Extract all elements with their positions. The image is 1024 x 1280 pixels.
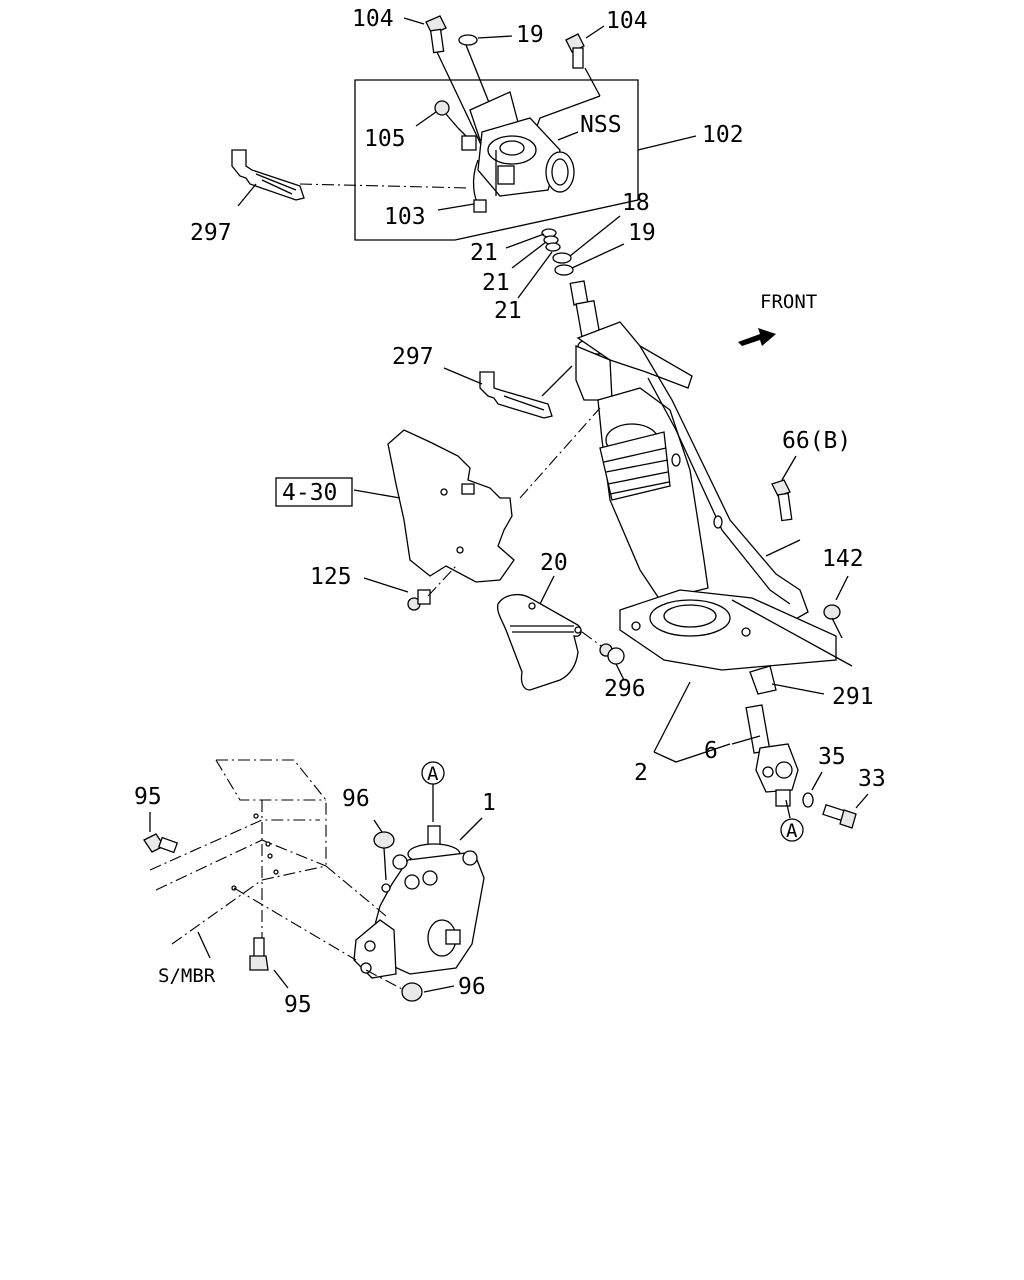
- label-4-30: 4-30: [282, 480, 337, 506]
- label-s-mbr: S/MBR: [158, 965, 216, 987]
- bolt-104-left: [425, 15, 494, 171]
- leader-2-up: [653, 681, 691, 753]
- universal-joint-6: [731, 704, 799, 807]
- washer-stack: [505, 215, 625, 299]
- label-104-left: 104: [352, 6, 394, 32]
- reference-box-4-30: [275, 477, 353, 507]
- label-95-lower: 95: [284, 992, 312, 1018]
- bolt-66b: [771, 455, 797, 522]
- label-21-b: 21: [482, 270, 510, 296]
- washer-19-top: [458, 34, 478, 46]
- bolt-95-lower: [249, 937, 289, 989]
- nut-96-lower: [365, 969, 455, 1002]
- label-103: 103: [384, 204, 426, 230]
- bolt-95-upper: [143, 812, 179, 854]
- screw-105: [434, 100, 471, 141]
- washer-35: [802, 771, 823, 808]
- nut-96-upper: [373, 819, 395, 881]
- bolt-104-right: [527, 33, 601, 151]
- cable-tie-297-top: [231, 149, 471, 207]
- label-96-lower: 96: [458, 974, 486, 1000]
- bolt-125: [363, 565, 457, 611]
- label-66b: 66(B): [782, 428, 851, 454]
- label-95-upper: 95: [134, 784, 162, 810]
- steering-gearbox-1: [233, 817, 485, 979]
- frame-member: [149, 759, 327, 959]
- cover-4-30: [353, 407, 601, 583]
- label-291: 291: [832, 684, 874, 710]
- switch-assembly-group: [354, 15, 697, 241]
- label-21-c: 21: [494, 298, 522, 324]
- label-1: 1: [482, 790, 496, 816]
- leader-2-to-6: [653, 743, 731, 763]
- label-2: 2: [634, 760, 648, 786]
- label-a-lower: A: [786, 820, 798, 842]
- cover-20: [496, 575, 605, 691]
- label-296: 296: [604, 676, 646, 702]
- label-front: FRONT: [760, 291, 817, 313]
- label-35: 35: [818, 744, 846, 770]
- label-102: 102: [702, 122, 744, 148]
- label-6: 6: [704, 738, 718, 764]
- cable-tie-297-middle: [443, 365, 573, 419]
- label-19-mid: 19: [628, 220, 656, 246]
- label-18: 18: [622, 190, 650, 216]
- screw-142: [823, 575, 849, 639]
- steering-column: [569, 280, 853, 671]
- label-104-right: 104: [606, 8, 648, 34]
- label-96-upper: 96: [342, 786, 370, 812]
- bolt-33: [822, 793, 869, 829]
- label-297-middle: 297: [392, 344, 434, 370]
- clip-296: [599, 643, 625, 681]
- label-21-a: 21: [470, 240, 498, 266]
- clip-291: [749, 665, 825, 695]
- label-105: 105: [364, 126, 406, 152]
- label-20: 20: [540, 550, 568, 576]
- label-nss: NSS: [580, 112, 622, 138]
- switch-body: [461, 91, 575, 213]
- label-142: 142: [822, 546, 864, 572]
- label-125: 125: [310, 564, 352, 590]
- label-a-upper: A: [427, 763, 439, 785]
- reference-marker-a-lower: [780, 818, 804, 842]
- label-19-top: 19: [516, 22, 544, 48]
- label-33: 33: [858, 766, 886, 792]
- label-297-top: 297: [190, 220, 232, 246]
- front-arrow-icon: [738, 328, 776, 346]
